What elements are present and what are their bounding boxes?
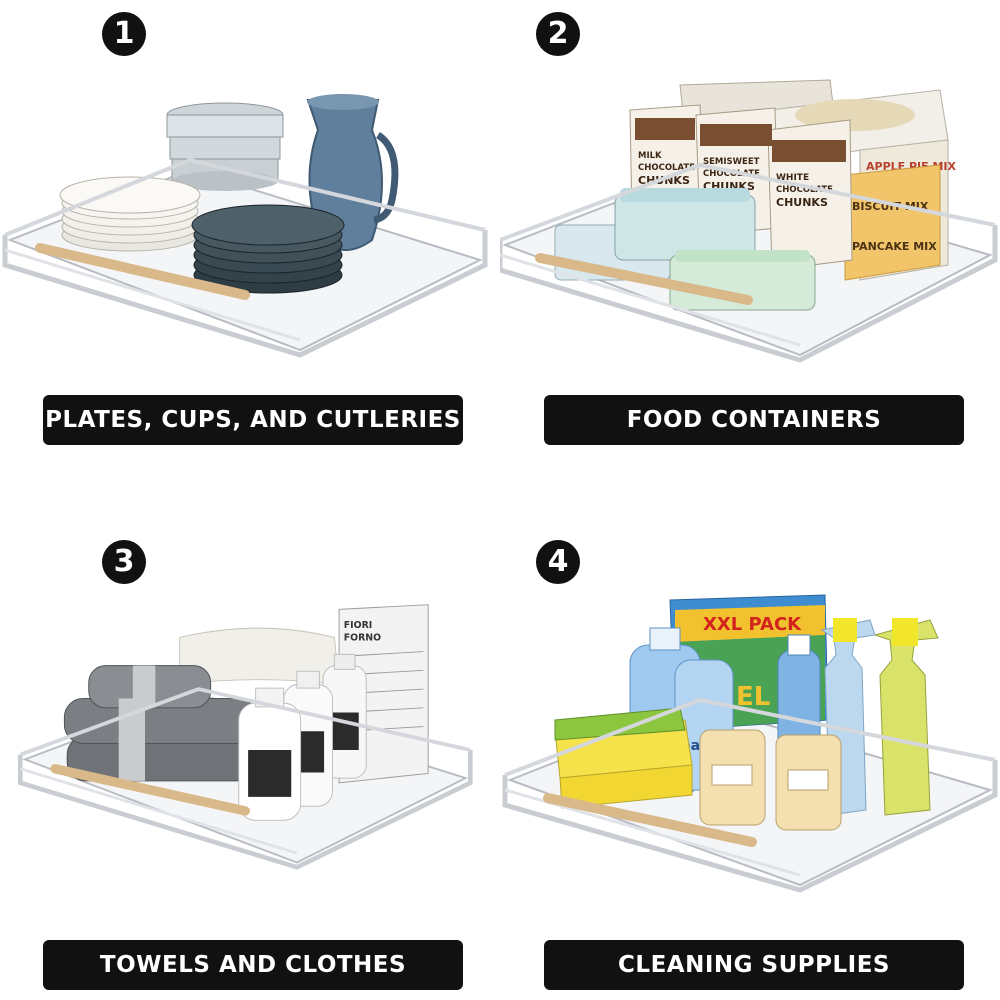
drawer-towels-illustration: FIORI FORNO bbox=[17, 604, 473, 870]
svg-text:BISCUIT MIX: BISCUIT MIX bbox=[852, 200, 929, 213]
wood-handle bbox=[543, 793, 757, 847]
step-badge-2: 2 bbox=[536, 12, 580, 56]
panel-cleaning: 4 XXL PACK EL Mr. Clean bbox=[500, 500, 1000, 1000]
svg-text:CHOCOLATE: CHOCOLATE bbox=[638, 163, 695, 173]
white-plate-stack bbox=[59, 176, 201, 252]
soap-bottles bbox=[238, 653, 367, 821]
svg-text:CHOCOLATE: CHOCOLATE bbox=[776, 185, 833, 195]
drawer-cleaning-illustration: XXL PACK EL Mr. Clean bbox=[502, 594, 998, 893]
chocolate-bags: MILK CHOCOLATE CHUNKS SEMISWEET CHOCOLAT… bbox=[629, 104, 853, 271]
svg-text:WHITE: WHITE bbox=[776, 173, 809, 183]
spray-bottles bbox=[777, 618, 939, 816]
svg-text:MILK: MILK bbox=[638, 151, 662, 161]
panel-food: 2 APPLE PIE MIX BISCUIT MIX PANCAKE MIX … bbox=[500, 0, 1000, 500]
drawer-food-illustration: APPLE PIE MIX BISCUIT MIX PANCAKE MIX MI… bbox=[500, 79, 998, 363]
caption-plates: PLATES, CUPS, AND CUTLERIES bbox=[43, 395, 463, 445]
panel-plates: 1 bbox=[0, 0, 500, 500]
svg-text:CHUNKS: CHUNKS bbox=[776, 196, 828, 209]
svg-text:CHOCOLATE: CHOCOLATE bbox=[703, 169, 760, 179]
drawer-plates-illustration bbox=[2, 94, 488, 358]
wood-handle bbox=[35, 243, 250, 300]
caption-cleaning: CLEANING SUPPLIES bbox=[544, 940, 964, 990]
step-badge-4: 4 bbox=[536, 540, 580, 584]
wood-handle bbox=[535, 253, 753, 305]
svg-text:PANCAKE MIX: PANCAKE MIX bbox=[852, 240, 937, 253]
biscuit-mix-box bbox=[844, 164, 941, 281]
candles bbox=[699, 729, 842, 831]
dark-plate-stack bbox=[191, 204, 345, 294]
sponge bbox=[554, 707, 693, 809]
panel-towels: 3 FIORI FORNO bbox=[0, 500, 500, 1000]
step-badge-3: 3 bbox=[102, 540, 146, 584]
xxl-pack-text: XXL PACK bbox=[703, 614, 802, 635]
svg-text:FORNO: FORNO bbox=[344, 632, 381, 643]
wood-handle bbox=[50, 764, 251, 816]
caption-food: FOOD CONTAINERS bbox=[544, 395, 964, 445]
towel-stack bbox=[63, 665, 258, 782]
step-badge-1: 1 bbox=[102, 12, 146, 56]
caption-towels: TOWELS AND CLOTHES bbox=[43, 940, 463, 990]
svg-text:FIORI: FIORI bbox=[344, 620, 373, 631]
svg-text:SEMISWEET: SEMISWEET bbox=[703, 157, 760, 167]
